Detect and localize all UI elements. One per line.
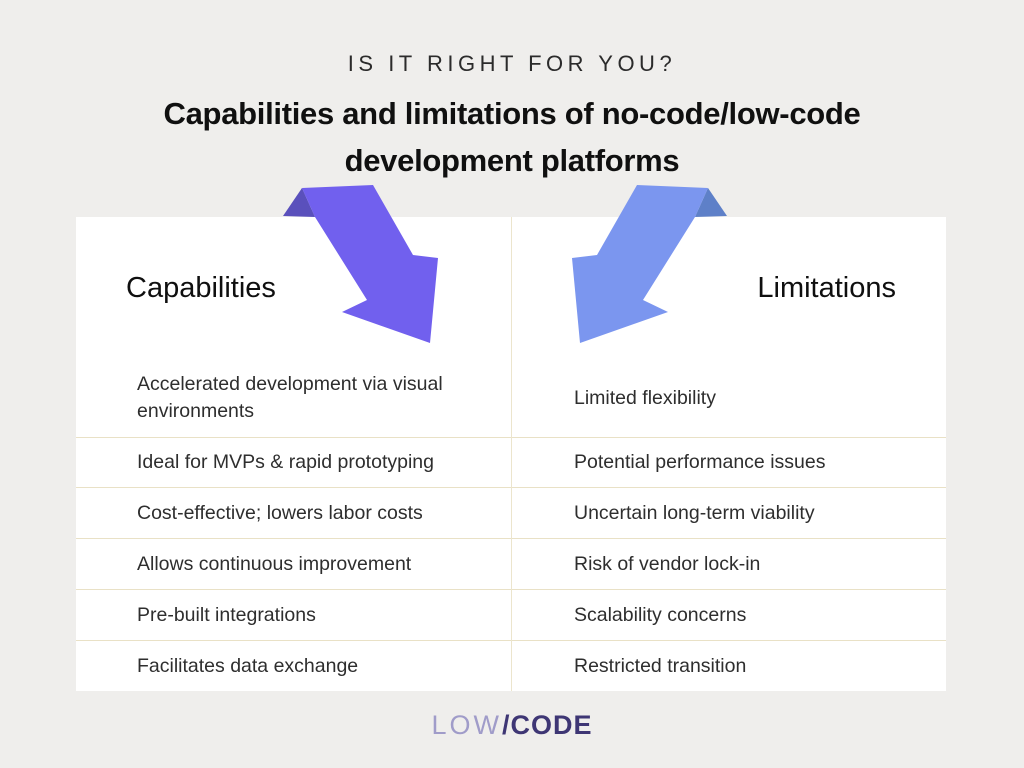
table-row: Allows continuous improvement <box>76 538 511 589</box>
page-title: Capabilities and limitations of no-code/… <box>0 90 1024 184</box>
table-row: Restricted transition <box>512 640 946 691</box>
table-row: Cost-effective; lowers labor costs <box>76 487 511 538</box>
capabilities-header: Capabilities <box>126 271 276 304</box>
logo-slash-text: / <box>501 710 511 740</box>
page-title-line2: development platforms <box>344 143 680 178</box>
kicker-text: IS IT RIGHT FOR YOU? <box>347 51 677 76</box>
page-title-line1: Capabilities and limitations of no-code/… <box>163 96 861 131</box>
table-row: Uncertain long-term viability <box>512 487 946 538</box>
down-left-arrow-icon <box>572 185 727 343</box>
table-row: Limited flexibility <box>574 386 716 409</box>
logo-code-text: CODE <box>510 710 593 740</box>
table-row: Facilitates data exchange <box>76 640 511 691</box>
down-right-arrow-icon <box>283 185 438 343</box>
comparison-table: Capabilities Accelerated development via… <box>76 217 946 691</box>
capabilities-column: Capabilities Accelerated development via… <box>76 217 511 691</box>
table-row: Accelerated development via visual envir… <box>137 373 443 423</box>
table-row: Potential performance issues <box>512 436 946 488</box>
logo-low-text: LOW <box>431 710 502 740</box>
table-row: Pre-built integrations <box>76 589 511 640</box>
table-row: Scalability concerns <box>512 589 946 640</box>
table-row: Ideal for MVPs & rapid prototyping <box>76 436 511 488</box>
limitations-column: Limitations Limited flexibility Potentia… <box>511 217 946 691</box>
low-code-logo: LOW/CODE <box>0 710 1024 741</box>
table-row: Risk of vendor lock-in <box>512 538 946 589</box>
limitations-header: Limitations <box>757 271 896 304</box>
